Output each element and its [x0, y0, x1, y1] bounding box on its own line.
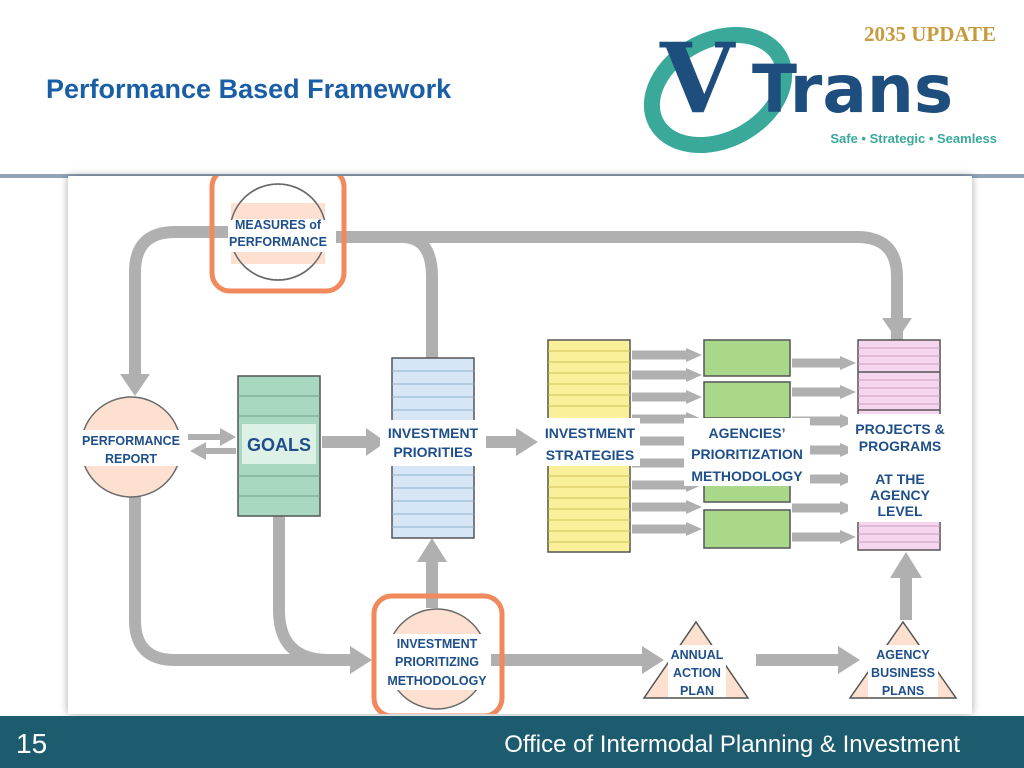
track-priorities-up: [401, 231, 438, 358]
agencies-prioritization-node: AGENCIES’ PRIORITIZATION METHODOLOGY: [684, 339, 810, 549]
strategy-agency-tracks: [632, 350, 686, 534]
agency-business-plans-node: AGENCY BUSINESS PLANS: [848, 620, 958, 699]
arrowhead-up-projects: [890, 552, 922, 578]
investment-strategies-label-line1: INVESTMENT: [545, 425, 636, 441]
abp-label-line1: AGENCY: [876, 648, 930, 662]
agencies-label-line3: METHODOLOGY: [691, 468, 803, 484]
agency-project-tracks: [792, 358, 840, 542]
logo-wordmark-v: V: [659, 22, 736, 135]
logo-edition: 2035 UPDATE: [864, 22, 996, 46]
projects-label-line1: PROJECTS &: [855, 421, 944, 437]
goals-node: GOALS: [237, 375, 321, 517]
logo-wordmark-rest: Trans: [752, 51, 953, 128]
projects-label-line3: AT THE: [875, 471, 925, 487]
performance-report-node: PERFORMANCE REPORT: [79, 396, 183, 498]
abp-label-line3: PLANS: [882, 684, 924, 698]
investment-priorities-node: INVESTMENT PRIORITIES: [380, 357, 486, 539]
investment-prioritizing-methodology-node: INVESTMENT PRIORITIZING METHODOLOGY: [371, 593, 505, 719]
vtrans-logo: 2035 UPDATE V Trans Safe • Strategic • S…: [643, 22, 997, 154]
connector-tracks: [129, 226, 912, 666]
arrowhead-down-report: [120, 374, 150, 396]
track-goals-down: [273, 516, 350, 666]
footer-bar: 15 Office of Intermodal Planning & Inves…: [0, 716, 1024, 768]
aap-label-line1: ANNUAL: [671, 648, 724, 662]
ipm-label-line1: INVESTMENT: [397, 637, 478, 651]
agencies-label-line1: AGENCIES’: [708, 425, 785, 441]
agencies-label-line2: PRIORITIZATION: [691, 446, 803, 462]
projects-label-line2: PROGRAMS: [859, 438, 941, 454]
slide-title: Performance Based Framework: [46, 74, 452, 104]
arrowhead-right-aap: [642, 646, 664, 674]
logo-tagline: Safe • Strategic • Seamless: [830, 131, 997, 146]
footer-office-name: Office of Intermodal Planning & Investme…: [504, 731, 960, 758]
framework-diagram-svg: MEASURES of PERFORMANCE PERFORMANCE REPO…: [79, 166, 958, 719]
projects-label-line5: LEVEL: [877, 503, 923, 519]
arrowhead-right-priorities: [366, 428, 386, 456]
logo-swoosh: [643, 26, 793, 154]
arrowhead-up-priorities: [417, 538, 447, 562]
measures-label-line1: MEASURES of: [235, 218, 322, 232]
track-measures-to-report: [129, 226, 232, 374]
abp-label-line2: BUSINESS: [871, 666, 935, 680]
page-number: 15: [16, 728, 48, 759]
aap-label-line3: PLAN: [680, 684, 714, 698]
goals-label: GOALS: [247, 435, 311, 455]
arrowhead-down-projects: [882, 318, 912, 340]
annual-action-plan-node: ANNUAL ACTION PLAN: [642, 620, 750, 699]
investment-strategies-node: INVESTMENT STRATEGIES: [538, 339, 640, 553]
projects-label-line4: AGENCY: [870, 487, 931, 503]
aap-label-line2: ACTION: [673, 666, 721, 680]
ipm-label-line2: PRIORITIZING: [395, 655, 479, 669]
track-top-loop: [336, 231, 903, 340]
investment-priorities-label-line1: INVESTMENT: [388, 425, 479, 441]
track-report-down: [129, 496, 350, 666]
arrowhead-right-strategies: [516, 428, 538, 456]
arrowhead-right-ipm: [350, 646, 372, 674]
arrowhead-right-goals: [220, 428, 236, 446]
projects-programs-node: PROJECTS & PROGRAMS AT THE AGENCY LEVEL: [848, 339, 950, 551]
ipm-label-line3: METHODOLOGY: [387, 674, 487, 688]
measures-label-line2: PERFORMANCE: [229, 235, 327, 249]
investment-priorities-label-line2: PRIORITIES: [393, 444, 472, 460]
investment-strategies-label-line2: STRATEGIES: [546, 447, 634, 463]
framework-diagram: MEASURES of PERFORMANCE PERFORMANCE REPO…: [68, 166, 972, 719]
arrowhead-right-abp: [838, 646, 860, 674]
performance-report-label-line2: REPORT: [105, 452, 157, 466]
measures-of-performance-node: MEASURES of PERFORMANCE: [209, 166, 347, 294]
performance-report-label-line1: PERFORMANCE: [82, 434, 180, 448]
arrowhead-left-report: [190, 442, 206, 460]
